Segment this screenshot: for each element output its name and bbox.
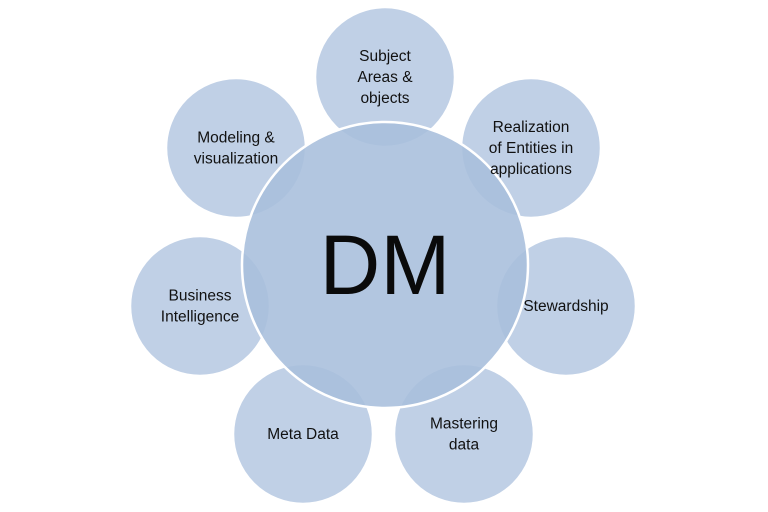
node-label-line: Areas &: [357, 69, 413, 86]
node-label-line: Intelligence: [161, 309, 239, 326]
node-label-line: Stewardship: [523, 298, 608, 315]
node-label-modeling-visualization: Modeling & visualization: [194, 130, 278, 168]
node-label-line: objects: [360, 90, 409, 107]
node-label-realization: Realization of Entities in applications: [489, 119, 573, 178]
node-label-line: applications: [490, 161, 572, 178]
node-label-line: Subject: [359, 48, 411, 65]
node-label-line: of Entities in: [489, 140, 573, 157]
node-label-meta-data: Meta Data: [267, 426, 339, 443]
center-label: DM: [320, 218, 451, 312]
node-label-line: data: [449, 437, 480, 454]
node-label-line: Business: [169, 288, 232, 305]
node-label-line: Modeling &: [197, 130, 275, 147]
node-label-line: visualization: [194, 151, 278, 168]
node-label-line: Mastering: [430, 416, 498, 433]
node-label-line: Realization: [493, 119, 570, 136]
node-label-stewardship: Stewardship: [523, 298, 608, 315]
node-label-line: Meta Data: [267, 426, 339, 443]
node-label-mastering-data: Mastering data: [430, 416, 498, 454]
center-circle: [240, 120, 530, 410]
